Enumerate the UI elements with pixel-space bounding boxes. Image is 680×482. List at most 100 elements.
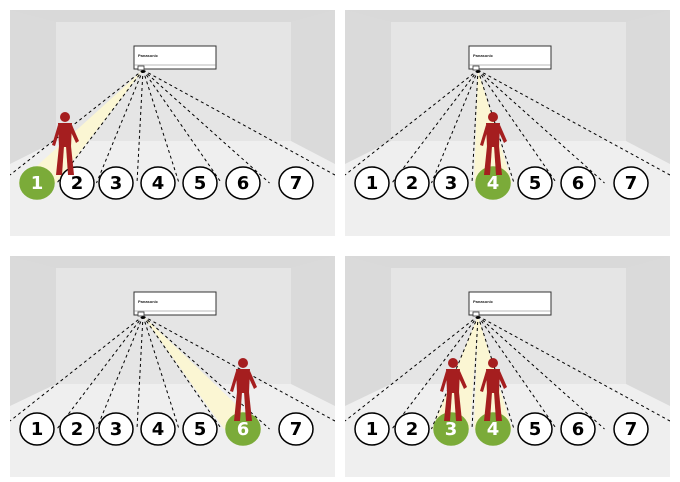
person-torso [236,369,250,393]
ac-sensor [137,311,145,317]
ac-body [468,291,552,316]
ac-brand-logo: Panasonic [473,53,494,58]
right-wall [626,256,670,406]
sensor-ray-0 [10,315,144,422]
zone-2: 2 [394,412,430,446]
sensor-ray-6 [142,315,270,430]
ac-body [133,291,217,316]
back-wall [391,22,626,141]
zone-7-circle [613,412,649,446]
person-leg-left [484,146,492,175]
person-arm-right [498,371,507,389]
zone-4: 4 [475,412,511,446]
left-wall [345,10,391,164]
zone-4-circle [140,166,176,200]
back-wall [56,268,291,384]
person-leg-right [66,146,74,175]
person-arm-right [70,125,79,143]
zone-1-label: 1 [366,173,379,194]
person-head [488,358,498,368]
zone-2: 2 [59,412,95,446]
person-leg-right [494,392,502,421]
person-icon [480,112,507,175]
zone-2-circle [394,166,430,200]
person-arm-left [480,371,488,392]
person-icon [480,358,507,421]
sensor-ray-0 [10,69,144,176]
sensor-ray-5 [142,315,222,430]
person-torso [58,123,72,147]
ac-body [133,45,217,70]
left-wall [345,256,391,406]
person-arm-left [52,125,60,146]
detection-beam-zone-6 [143,316,262,429]
person-arm-left [480,125,488,146]
zone-6-label: 6 [237,173,250,194]
zone-7-label: 7 [625,419,638,440]
zone-4-label: 4 [152,419,165,440]
zone-6-circle [560,166,596,200]
person-icon [52,112,79,175]
zone-6-label: 6 [572,419,585,440]
sensor-ray-2 [96,315,144,430]
person-leg-left [444,392,452,421]
zone-7: 7 [278,166,314,200]
zone-3: 3 [433,166,469,200]
zone-1-label: 1 [31,419,44,440]
zone-1-circle [19,412,55,446]
person-leg-right [244,392,252,421]
zone-6-circle [560,412,596,446]
zone-7-circle [613,166,649,200]
person-leg-left [234,392,242,421]
zone-3-label: 3 [445,419,458,440]
right-wall [291,10,335,164]
zone-1-label: 1 [366,419,379,440]
sensor-ray-4 [477,69,515,184]
sensor-ray-6 [477,69,605,184]
zone-6: 6 [225,412,261,446]
sensor-ray-3 [471,315,479,430]
zone-2: 2 [394,166,430,200]
zone-2-label: 2 [71,419,84,440]
sensor-ray-5 [477,315,557,430]
zone-5-circle [182,166,218,200]
person-arm-right [498,125,507,143]
zone-5-label: 5 [529,173,542,194]
zone-4: 4 [140,412,176,446]
zone-6-label: 6 [237,419,250,440]
zone-5-label: 5 [194,419,207,440]
sensor-ray-2 [431,69,479,184]
zone-4-label: 4 [487,173,500,194]
right-wall [626,10,670,164]
zone-3-label: 3 [110,173,123,194]
back-wall [391,268,626,384]
zone-3: 3 [98,166,134,200]
zone-5-circle [517,412,553,446]
zone-1: 1 [19,412,55,446]
sensor-ray-4 [477,315,515,430]
sensor-ray-0 [345,69,479,176]
zone-2-circle [59,412,95,446]
ac-brand-logo: Panasonic [473,299,494,304]
zone-2-label: 2 [71,173,84,194]
zone-5: 5 [517,412,553,446]
zone-5-circle [517,166,553,200]
zone-2-label: 2 [406,173,419,194]
person-torso [486,123,500,147]
zone-1-circle [19,166,55,200]
zone-5-label: 5 [194,173,207,194]
zone-7-label: 7 [290,173,303,194]
zone-2-circle [394,412,430,446]
ac-body [468,45,552,70]
sensor-ray-5 [477,69,557,184]
sensor-ray-3 [136,315,144,430]
air-conditioner-unit: Panasonic [133,45,217,71]
left-wall [10,10,56,164]
person-torso [446,369,460,393]
back-wall [56,22,291,141]
sensor-ray-7 [477,69,670,176]
